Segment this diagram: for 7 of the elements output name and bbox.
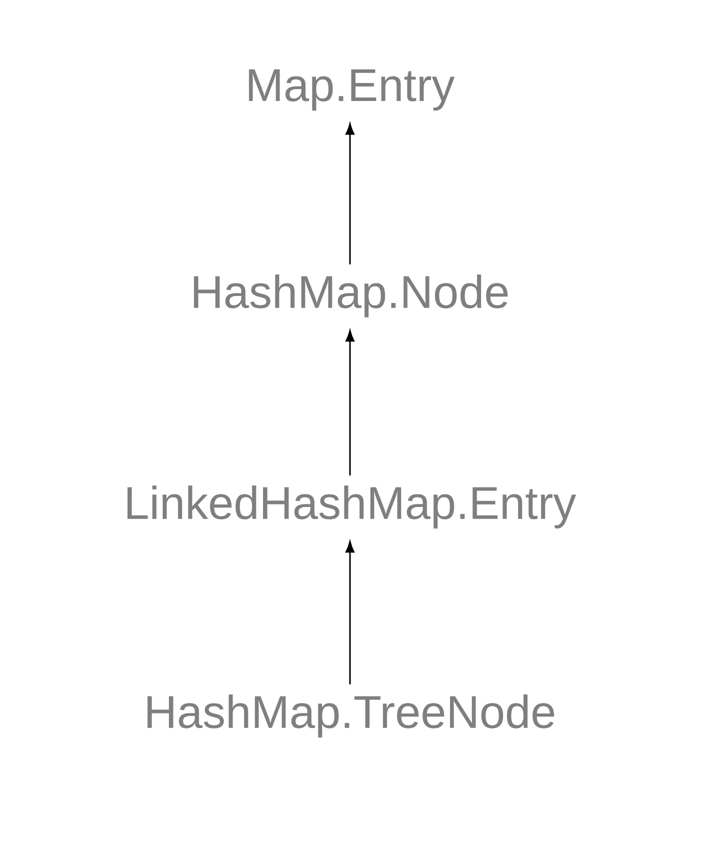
arrow — [346, 541, 354, 684]
class-name: Map.Entry — [248, 69, 455, 111]
class-name: LinkedHashMap.Entry — [128, 486, 576, 528]
class-name: HashMap.TreeNode — [148, 694, 554, 738]
arrow — [346, 330, 354, 476]
arrow — [346, 123, 354, 264]
class-name: HashMap.Node — [194, 274, 508, 318]
